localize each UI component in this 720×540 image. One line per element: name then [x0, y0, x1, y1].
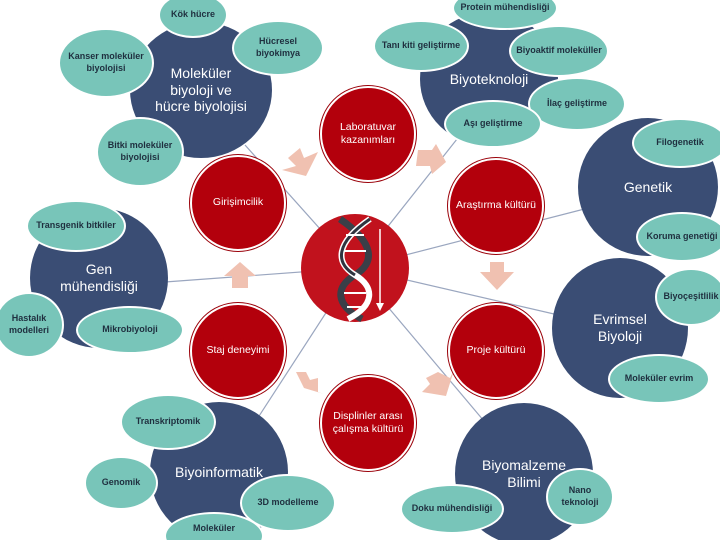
core-proje: Proje kültürü [448, 303, 544, 399]
sub-label: Transkriptomik [135, 416, 201, 427]
sub-label: Filogenetik [656, 137, 704, 148]
sub-asi: Aşı geliştirme [444, 100, 542, 148]
sub-filogenetik: Filogenetik [632, 118, 720, 168]
cycle-arrow [282, 148, 318, 176]
sub-label: Aşı geliştirme [463, 118, 523, 129]
sub-transkriptomik: Transkriptomik [120, 394, 216, 450]
cycle-arrow [416, 144, 446, 174]
core-disiplinler: Displinler arası çalışma kültürü [320, 375, 416, 471]
sub-label: Hastalık modelleri [8, 313, 49, 335]
sub-label: Kanser moleküler biyolojisi [68, 51, 144, 73]
sub-label: Genomik [101, 477, 141, 488]
sub-label: Mikrobiyoloji [102, 324, 158, 335]
core-girisimcilik: Girişimcilik [190, 155, 286, 251]
sub-transgenik: Transgenik bitkiler [26, 200, 126, 252]
core-label: Staj deneyimi [206, 344, 270, 357]
sub-label: Doku mühendisliği [411, 503, 493, 514]
cycle-arrow [480, 262, 514, 290]
field-title-line: Biyoinformatik [175, 463, 263, 480]
center-emblem [300, 213, 410, 323]
field-title-line: mühendisliği [60, 278, 138, 294]
sub-label: Biyoaktif moleküller [516, 45, 602, 56]
sub-kok-hucre: Kök hücre [158, 0, 228, 38]
sub-molekuler-evrim: Moleküler evrim [608, 354, 710, 404]
core-label: Proje kültürü [466, 344, 526, 357]
sub-label: Tanı kiti geliştirme [381, 40, 461, 51]
core-label: Displinler arası çalışma kültürü [332, 409, 404, 435]
sub-label: Moleküler evrim [624, 373, 694, 384]
sub-label: Hücresel biyokimya [255, 36, 301, 58]
core-staj: Staj deneyimi [190, 303, 286, 399]
field-title-line: Moleküler [170, 64, 232, 81]
sub-label: Koruma genetiği [646, 231, 718, 242]
core-label: Laboratuvar kazanımları [339, 120, 397, 146]
sub-genomik: Genomik [84, 456, 158, 510]
core-arastirma: Araştırma kültürü [448, 158, 544, 254]
cycle-arrow [296, 372, 324, 394]
field-title-line: biyoloji ve [170, 81, 232, 98]
cycle-arrows [224, 144, 514, 396]
sub-mikrobiyoloji: Mikrobiyoloji [76, 306, 184, 354]
sub-label: Moleküler [192, 523, 235, 534]
sub-doku: Doku mühendisliği [400, 484, 504, 534]
field-title-line: Genetik [623, 178, 673, 195]
sub-biyocesitlilik: Biyoçeşitlilik [655, 268, 720, 326]
sub-label: İlaç geliştirme [546, 98, 608, 109]
field-title-line: Evrimsel [593, 311, 647, 328]
sub-label: Bitki moleküler biyolojisi [107, 140, 173, 162]
core-label: Araştırma kültürü [456, 199, 536, 212]
sub-biyoaktif: Biyoaktif moleküller [509, 25, 609, 77]
field-title-line: hücre biyolojisi [155, 98, 247, 115]
sub-ilac: İlaç geliştirme [528, 77, 626, 131]
sub-label: Transgenik bitkiler [36, 220, 116, 231]
sub-label: Protein mühendisliği [460, 2, 550, 13]
core-laboratuvar: Laboratuvar kazanımları [320, 86, 416, 182]
sub-hastalik: Hastalık modelleri [0, 292, 64, 358]
sub-tani-kiti: Tanı kiti geliştirme [373, 20, 469, 72]
sub-label: Biyoçeşitlilik [663, 291, 719, 302]
cycle-arrow [224, 262, 256, 288]
sub-nano: Nano teknoloji [546, 468, 614, 526]
sub-bitki: Bitki moleküler biyolojisi [96, 117, 184, 187]
sub-label: Kök hücre [170, 9, 215, 20]
cycle-arrow [422, 370, 454, 396]
field-title-line: Biyomalzeme [481, 457, 567, 474]
sub-koruma: Koruma genetiği [636, 212, 720, 262]
field-title-line: Bilimi [507, 474, 541, 490]
sub-hucresel-biyokimya: Hücresel biyokimya [232, 20, 324, 76]
sub-label: Nano teknoloji [561, 485, 599, 507]
core-label: Girişimcilik [212, 196, 264, 209]
field-title-line: Gen [85, 261, 113, 278]
field-title-line: Biyoloji [597, 328, 643, 344]
sub-kanser: Kanser moleküler biyolojisi [58, 28, 154, 98]
sub-label: 3D modelleme [257, 497, 319, 508]
field-title-line: Biyoteknoloji [449, 70, 529, 87]
dna-helix-icon [301, 214, 409, 323]
